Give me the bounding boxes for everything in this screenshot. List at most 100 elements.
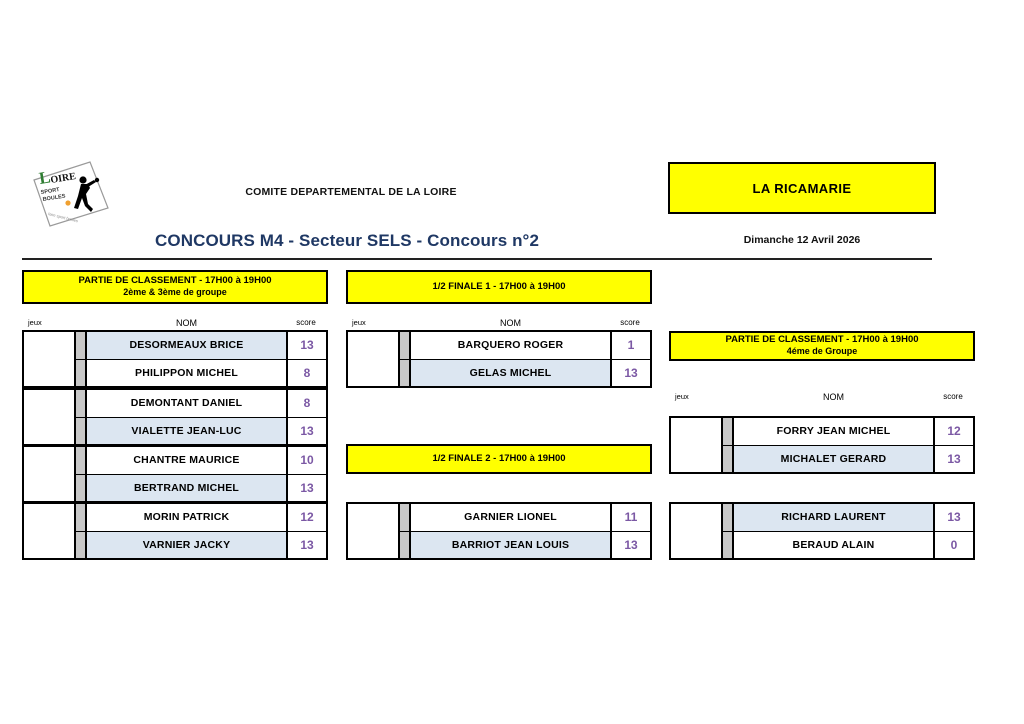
- column-header-score: score: [620, 318, 640, 327]
- svg-text:L: L: [38, 167, 52, 188]
- player-score-cell[interactable]: 11: [612, 504, 650, 531]
- section-banner-title: 1/2 FINALE 1 - 17H00 à 19H00: [432, 281, 566, 293]
- row-marker: [76, 531, 87, 558]
- row-marker: [723, 418, 734, 445]
- player-score-cell[interactable]: 12: [288, 504, 326, 531]
- row-marker: [76, 359, 87, 386]
- section-banner-demi-finale-2: 1/2 FINALE 2 - 17H00 à 19H00: [346, 444, 652, 474]
- section-banner-subtitle: 4éme de Groupe: [786, 346, 858, 357]
- column-headers-demi-finale-1: jeux NOM score: [346, 318, 652, 332]
- section-banner-title: 1/2 FINALE 2 - 17H00 à 19H00: [432, 453, 566, 465]
- row-marker: [723, 504, 734, 531]
- event-date: Dimanche 12 Avril 2026: [743, 234, 861, 246]
- section-banner-title: PARTIE DE CLASSEMENT - 17H00 à 19H00: [725, 334, 919, 346]
- jeux-cell[interactable]: [24, 504, 76, 558]
- row-marker: [400, 332, 411, 359]
- column-header-jeux: jeux: [28, 318, 42, 327]
- player-name-cell: BARRIOT JEAN LOUIS: [411, 531, 612, 558]
- player-name-cell: DEMONTANT DANIEL: [87, 390, 288, 417]
- jeux-cell[interactable]: [671, 504, 723, 558]
- row-marker: [76, 474, 87, 501]
- player-score-cell[interactable]: 13: [935, 445, 973, 472]
- player-name-cell: RICHARD LAURENT: [734, 504, 935, 531]
- city-label: LA RICAMARIE: [752, 180, 852, 196]
- row-marker: [400, 504, 411, 531]
- jeux-cell[interactable]: [24, 447, 76, 501]
- player-name-cell: CHANTRE MAURICE: [87, 447, 288, 474]
- section-banner-subtitle: 2ème & 3ème de groupe: [123, 287, 227, 298]
- city-banner: LA RICAMARIE: [668, 162, 936, 214]
- column-header-jeux: jeux: [352, 318, 366, 327]
- player-score-cell[interactable]: 13: [288, 474, 326, 501]
- player-score-cell[interactable]: 1: [612, 332, 650, 359]
- player-score-cell[interactable]: 8: [288, 359, 326, 386]
- player-score-cell[interactable]: 13: [612, 531, 650, 558]
- player-score-cell[interactable]: 8: [288, 390, 326, 417]
- player-name-cell: MORIN PATRICK: [87, 504, 288, 531]
- row-marker: [76, 417, 87, 444]
- player-name-cell: DESORMEAUX BRICE: [87, 332, 288, 359]
- player-score-cell[interactable]: 12: [935, 418, 973, 445]
- jeux-cell[interactable]: [24, 332, 76, 386]
- player-name-cell: BARQUERO ROGER: [411, 332, 612, 359]
- column-header-nom: NOM: [500, 318, 521, 328]
- player-name-cell: BERTRAND MICHEL: [87, 474, 288, 501]
- column-header-score: score: [943, 392, 963, 401]
- svg-text:SPORT: SPORT: [40, 187, 60, 196]
- player-name-cell: PHILIPPON MICHEL: [87, 359, 288, 386]
- player-score-cell[interactable]: 13: [288, 332, 326, 359]
- column-headers-partie-classement-4: jeux NOM score: [669, 392, 975, 406]
- jeux-cell[interactable]: [24, 390, 76, 444]
- page-title: CONCOURS M4 - Secteur SELS - Concours n°…: [155, 231, 540, 250]
- jeux-cell[interactable]: [348, 504, 400, 558]
- row-marker: [76, 504, 87, 531]
- column-header-score: score: [296, 318, 316, 327]
- player-score-cell[interactable]: 13: [288, 417, 326, 444]
- jeux-cell[interactable]: [348, 332, 400, 386]
- column-header-nom: NOM: [176, 318, 197, 328]
- player-score-cell[interactable]: 13: [288, 531, 326, 558]
- player-score-cell[interactable]: 13: [935, 504, 973, 531]
- player-name-cell: VIALETTE JEAN-LUC: [87, 417, 288, 444]
- player-name-cell: MICHALET GERARD: [734, 445, 935, 472]
- column-headers-partie-classement-2-3: jeux NOM score: [22, 318, 328, 332]
- committee-title: COMITE DEPARTEMENTAL DE LA LOIRE: [245, 186, 457, 198]
- player-name-cell: VARNIER JACKY: [87, 531, 288, 558]
- player-score-cell[interactable]: 13: [612, 359, 650, 386]
- player-score-cell[interactable]: 10: [288, 447, 326, 474]
- loire-sport-boules-logo: L OIRE SPORT BOULES loire sport boules: [28, 158, 112, 230]
- player-score-cell[interactable]: 0: [935, 531, 973, 558]
- row-marker: [400, 359, 411, 386]
- section-banner-demi-finale-1: 1/2 FINALE 1 - 17H00 à 19H00: [346, 270, 652, 304]
- row-marker: [76, 332, 87, 359]
- column-header-nom: NOM: [823, 392, 844, 402]
- column-header-jeux: jeux: [675, 392, 689, 401]
- row-marker: [723, 445, 734, 472]
- jeux-cell[interactable]: [671, 418, 723, 472]
